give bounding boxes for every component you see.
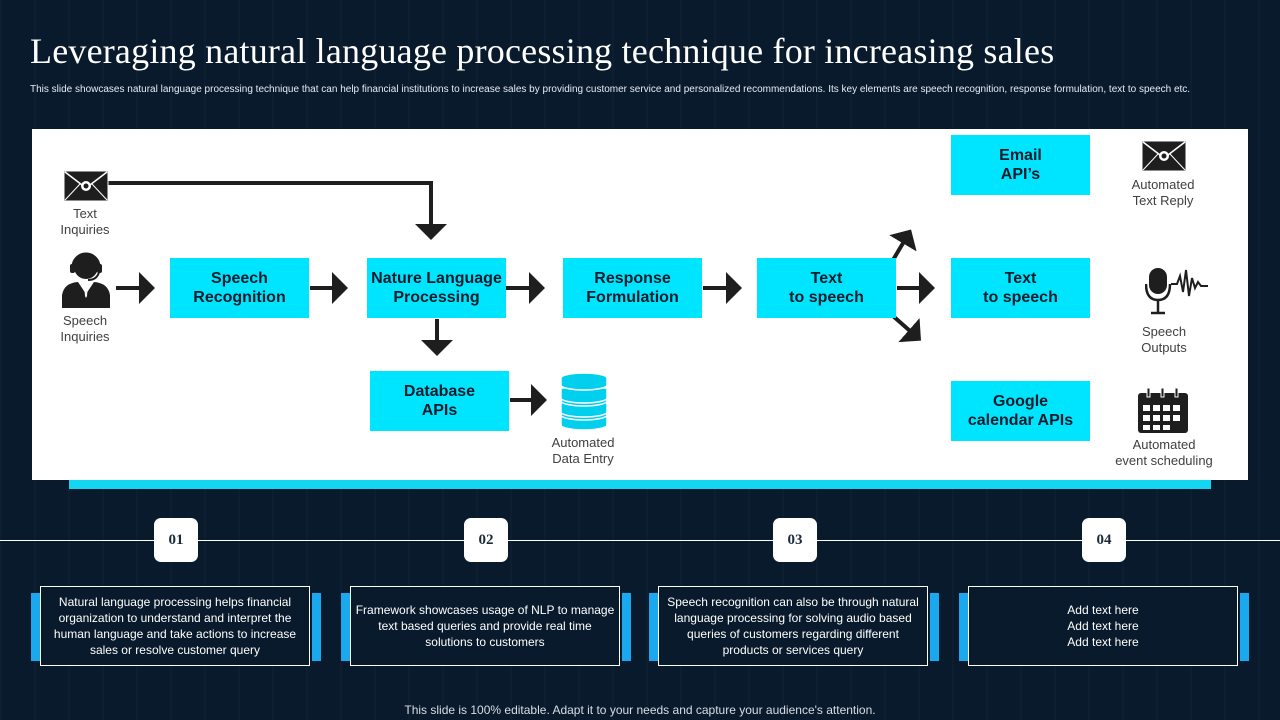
card-accent-right bbox=[622, 593, 631, 661]
step-card-4: Add text here Add text here Add text her… bbox=[959, 586, 1249, 668]
arrow-text-inquiry-to-nlp bbox=[108, 181, 447, 240]
google-calendar-apis-box: Google calendar APIs bbox=[951, 381, 1090, 441]
card-accent-left bbox=[341, 593, 350, 661]
timeline-line bbox=[0, 540, 1280, 541]
event-scheduling-label: Automated event scheduling bbox=[1115, 437, 1213, 468]
response-formulation-box: Response Formulation bbox=[563, 258, 702, 318]
text-to-speech-box-2: Text to speech bbox=[951, 258, 1090, 318]
card-accent-left bbox=[959, 593, 968, 661]
step-number-02: 02 bbox=[464, 518, 508, 562]
card-accent-right bbox=[1240, 593, 1249, 661]
database-apis-box: Database APIs bbox=[370, 371, 509, 431]
support-agent-icon bbox=[62, 252, 110, 308]
text-reply-label: Automated Text Reply bbox=[1131, 177, 1195, 208]
card-accent-right bbox=[930, 593, 939, 661]
text-inquiries-label: Text Inquiries bbox=[60, 206, 110, 237]
step-card-2: Framework showcases usage of NLP to mana… bbox=[341, 586, 631, 668]
step-card-text: Framework showcases usage of NLP to mana… bbox=[350, 586, 620, 666]
step-number-03: 03 bbox=[773, 518, 817, 562]
slide-title: Leveraging natural language processing t… bbox=[30, 31, 1055, 71]
slide-subtitle: This slide showcases natural language pr… bbox=[30, 84, 1191, 95]
step-card-1: Natural language processing helps financ… bbox=[31, 586, 321, 668]
step-card-text: Speech recognition can also be through n… bbox=[658, 586, 928, 666]
arrow-tts-to-email bbox=[889, 229, 917, 262]
step-card-text: Natural language processing helps financ… bbox=[40, 586, 310, 666]
step-number-04: 04 bbox=[1082, 518, 1126, 562]
data-entry-label: Automated Data Entry bbox=[551, 435, 615, 466]
step-card-text: Add text here Add text here Add text her… bbox=[968, 586, 1238, 666]
text-to-speech-box-1: Text to speech bbox=[757, 258, 896, 318]
arrow-tts-to-calendar bbox=[891, 314, 922, 343]
card-accent-right bbox=[312, 593, 321, 661]
nlp-box: Nature Language Processing bbox=[367, 258, 506, 318]
step-number-01: 01 bbox=[154, 518, 198, 562]
database-icon bbox=[560, 372, 608, 430]
speech-outputs-label: Speech Outputs bbox=[1141, 324, 1187, 355]
slide-footer: This slide is 100% editable. Adapt it to… bbox=[404, 703, 876, 717]
speech-inquiries-label: Speech Inquiries bbox=[60, 313, 110, 344]
card-accent-left bbox=[31, 593, 40, 661]
step-card-3: Speech recognition can also be through n… bbox=[649, 586, 939, 668]
microphone-icon bbox=[1145, 268, 1208, 315]
envelope-icon bbox=[1141, 140, 1187, 172]
calendar-icon bbox=[1138, 388, 1188, 433]
email-apis-box: Email API’s bbox=[951, 135, 1090, 195]
speech-recognition-box: Speech Recognition bbox=[170, 258, 309, 318]
card-accent-left bbox=[649, 593, 658, 661]
envelope-icon bbox=[63, 170, 109, 202]
